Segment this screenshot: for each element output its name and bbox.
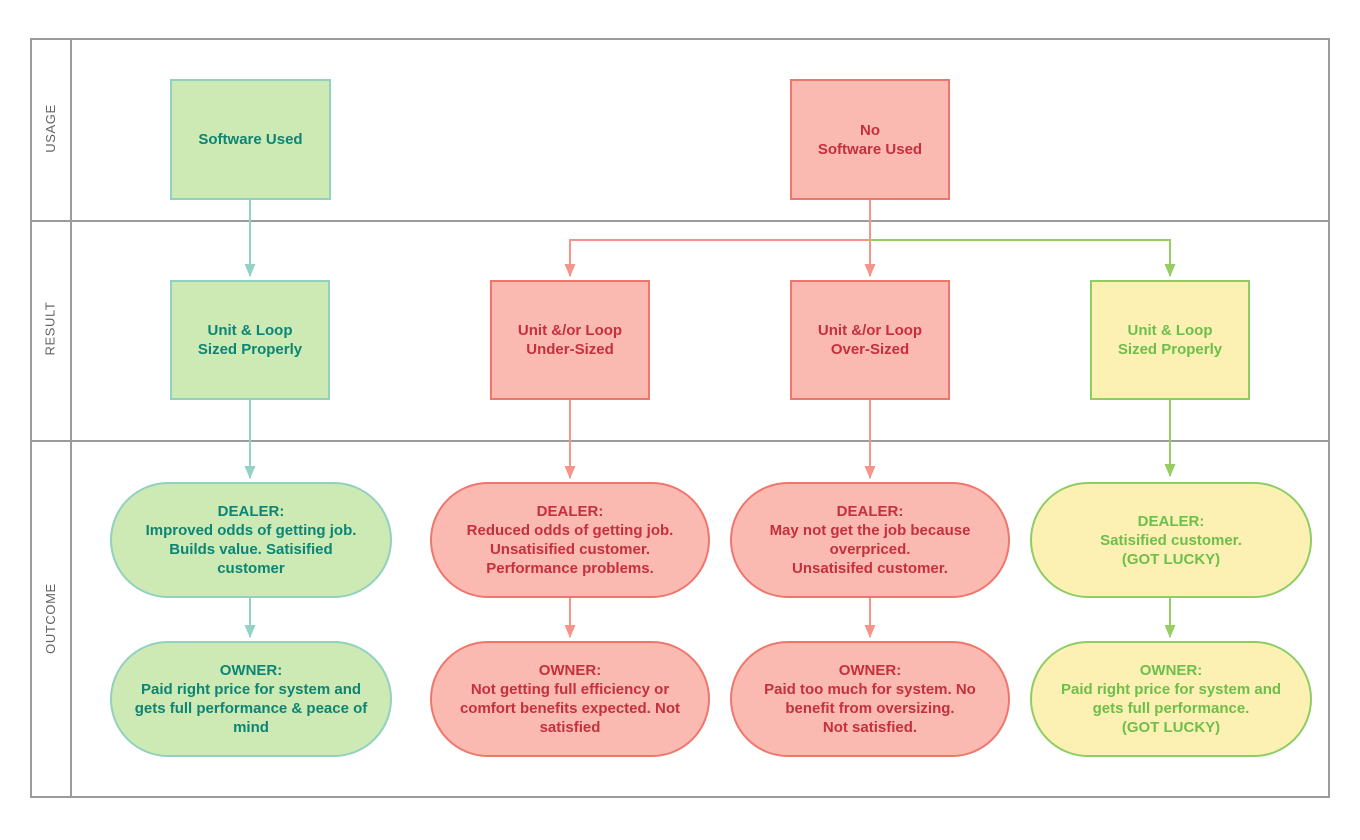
outcome-dealer-under-label: DEALER: Reduced odds of getting job. Uns… [466, 503, 674, 577]
lane-result: RESULT [30, 218, 70, 438]
outcome-dealer-lucky-label: DEALER: Satisified customer. (GOT LUCKY) [1100, 512, 1242, 568]
result-under-sized-label: Unit &/or Loop Under-Sized [517, 322, 623, 358]
outcome-dealer-software-box: DEALER: Improved odds of getting job. Bu… [110, 482, 392, 598]
lane-result-label: RESULT [42, 301, 58, 355]
lane-outcome: OUTCOME [30, 438, 70, 798]
lane-usage-label: USAGE [42, 103, 58, 153]
outcome-dealer-under-box: DEALER: Reduced odds of getting job. Uns… [430, 482, 710, 598]
outcome-dealer-lucky-box: DEALER: Satisified customer. (GOT LUCKY) [1030, 482, 1312, 598]
result-over-sized-label: Unit &/or Loop Over-Sized [817, 322, 923, 358]
usage-no-software-used-label: No Software Used [817, 121, 923, 158]
lane-usage: USAGE [30, 38, 70, 218]
outcome-owner-lucky-box: OWNER: Paid right price for system and g… [1030, 641, 1312, 757]
result-over-sized-box: Unit &/or Loop Over-Sized [790, 280, 950, 400]
outcome-dealer-over-label: DEALER: May not get the job because over… [769, 503, 971, 577]
outcome-owner-over-box: OWNER: Paid too much for system. No bene… [730, 641, 1010, 757]
result-sized-properly-label: Unit & Loop Sized Properly [197, 322, 303, 358]
usage-no-software-used-box: No Software Used [790, 79, 950, 200]
result-sized-properly-box: Unit & Loop Sized Properly [170, 280, 330, 400]
outcome-owner-under-label: OWNER: Not getting full efficiency or co… [459, 662, 681, 736]
result-sized-properly-lucky-label: Unit & Loop Sized Properly [1117, 322, 1223, 358]
outcome-owner-under-box: OWNER: Not getting full efficiency or co… [430, 641, 710, 757]
outcome-owner-over-label: OWNER: Paid too much for system. No bene… [764, 662, 976, 736]
usage-software-used-box: Software Used [170, 79, 331, 200]
usage-software-used-label: Software Used [198, 131, 303, 148]
outcome-owner-software-label: OWNER: Paid right price for system and g… [134, 662, 368, 736]
result-outcome-divider [32, 440, 1328, 442]
outcome-dealer-software-label: DEALER: Improved odds of getting job. Bu… [145, 503, 357, 577]
outcome-owner-software-box: OWNER: Paid right price for system and g… [110, 641, 392, 757]
outcome-dealer-over-box: DEALER: May not get the job because over… [730, 482, 1010, 598]
outcome-owner-lucky-label: OWNER: Paid right price for system and g… [1060, 662, 1282, 736]
lane-outcome-label: OUTCOME [42, 582, 58, 654]
usage-result-divider [32, 220, 1328, 222]
result-sized-properly-lucky-box: Unit & Loop Sized Properly [1090, 280, 1250, 400]
result-under-sized-box: Unit &/or Loop Under-Sized [490, 280, 650, 400]
lane-label-column-divider [70, 40, 72, 796]
swimlane-frame [30, 38, 1330, 798]
